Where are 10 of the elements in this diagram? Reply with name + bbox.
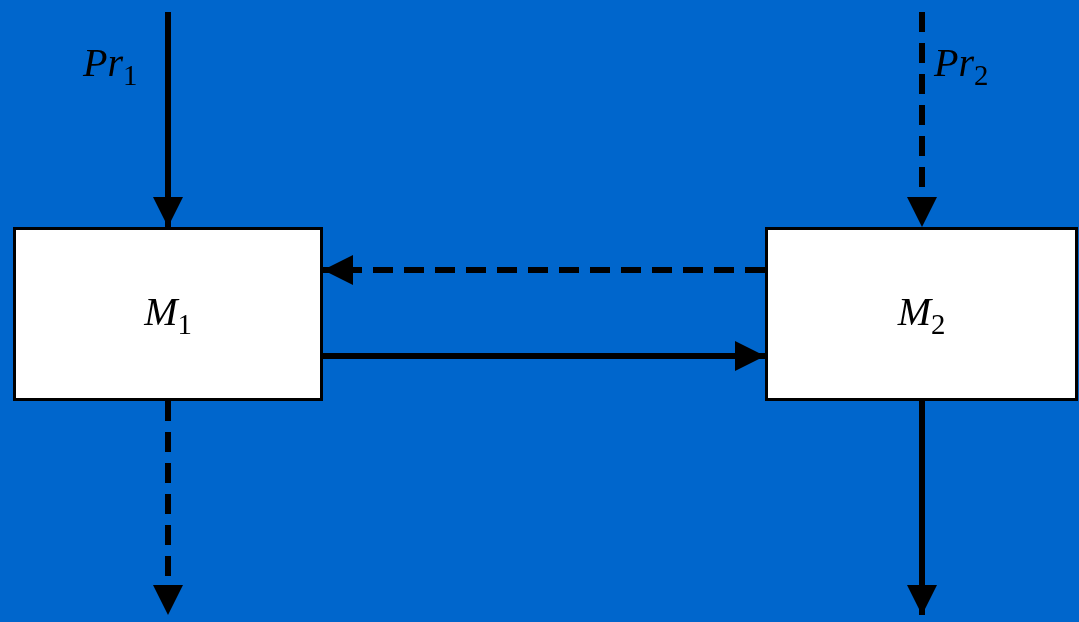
arrow: [907, 401, 937, 615]
arrow: [907, 12, 937, 227]
arrow: [153, 401, 183, 615]
node-label: M$_{1}$: [144, 287, 192, 341]
arrow: [323, 341, 765, 371]
arrow: [323, 255, 765, 285]
arrow: [153, 12, 183, 227]
process-box: [765, 227, 1078, 401]
node-label: M$_{2}$: [897, 287, 946, 341]
process-box: [13, 227, 323, 401]
